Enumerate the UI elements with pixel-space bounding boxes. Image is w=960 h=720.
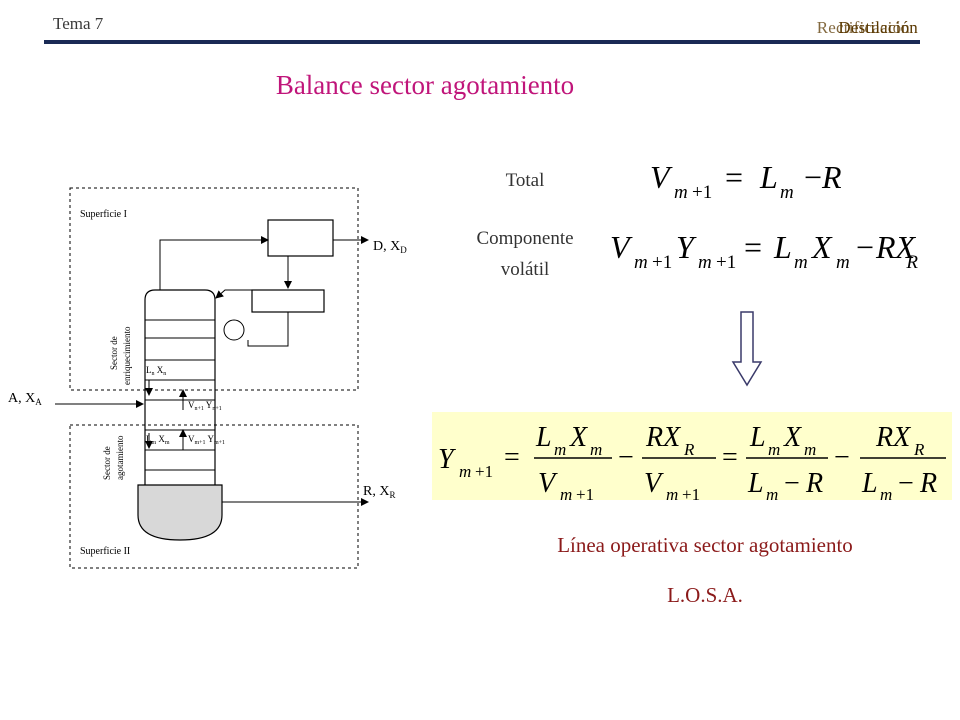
svg-text:Y: Y (676, 229, 697, 265)
svg-text:m: m (880, 485, 892, 500)
svg-text:m: m (634, 252, 648, 273)
svg-text:−: − (804, 159, 822, 195)
svg-text:R: R (821, 159, 842, 195)
svg-text:V: V (538, 468, 558, 499)
svg-text:m: m (804, 440, 816, 459)
svg-text:m: m (459, 462, 471, 481)
svg-text:Ln Xn: Ln Xn (146, 365, 166, 377)
section-label-rect: Rectificación (816, 18, 910, 37)
sector-stripping-label: Sector de (102, 446, 112, 480)
component-balance-equation: V m +1 Y m +1 = L m X m − RX R (610, 229, 918, 273)
svg-text:L: L (861, 468, 878, 499)
svg-text:−: − (856, 229, 874, 265)
distillate-label: D, XD (373, 239, 407, 255)
svg-text:−: − (898, 468, 914, 499)
residue-label: R, XR (363, 484, 395, 500)
total-balance-equation: V m +1 = L m − R (650, 159, 842, 203)
svg-text:m: m (674, 182, 688, 203)
surface-2-boundary (69, 424, 359, 569)
sector-enriching-label: Sector de (109, 336, 119, 370)
accumulator (251, 289, 325, 313)
svg-text:m: m (780, 182, 794, 203)
svg-text:Vm+1 Ym+1: Vm+1 Ym+1 (188, 434, 225, 446)
svg-text:R: R (913, 440, 925, 459)
pump-icon (223, 319, 245, 341)
svg-text:m: m (698, 252, 712, 273)
svg-text:R: R (919, 468, 937, 499)
svg-text:m: m (768, 440, 780, 459)
svg-text:agotamiento: agotamiento (115, 435, 125, 480)
operating-line-abbrev: L.O.S.A. (667, 583, 743, 607)
svg-text:m: m (836, 252, 850, 273)
total-label: Total (505, 170, 545, 191)
svg-text:L: L (759, 159, 778, 195)
svg-text:R: R (905, 252, 918, 273)
svg-text:Vn+1 Yn+1: Vn+1 Yn+1 (188, 400, 222, 412)
reboiler (137, 484, 223, 541)
svg-text:L: L (773, 229, 792, 265)
svg-text:m: m (666, 485, 678, 500)
svg-text:m: m (554, 440, 566, 459)
svg-text:m: m (560, 485, 572, 500)
svg-text:+1: +1 (475, 462, 493, 481)
slide-title: Balance sector agotamiento (275, 70, 575, 100)
surface-1-boundary (69, 187, 359, 391)
svg-text:−: − (784, 468, 800, 499)
svg-text:X: X (569, 422, 588, 453)
svg-text:+1: +1 (652, 252, 672, 273)
svg-text:RX: RX (875, 422, 911, 453)
svg-text:+1: +1 (682, 485, 700, 500)
operating-line-caption: Línea operativa sector agotamiento (557, 533, 853, 557)
svg-text:L: L (747, 468, 764, 499)
topic-label: Tema 7 (53, 14, 104, 33)
svg-text:enriquecimiento: enriquecimiento (122, 326, 132, 385)
down-arrow-icon (731, 311, 763, 387)
svg-text:=: = (725, 159, 743, 195)
svg-text:m: m (794, 252, 808, 273)
svg-text:Y: Y (438, 444, 457, 475)
feed-label: A, XA (8, 391, 42, 407)
svg-text:RX: RX (875, 229, 917, 265)
svg-text:V: V (610, 229, 633, 265)
svg-text:X: X (783, 422, 802, 453)
surface-1-label: Superficie I (80, 209, 127, 220)
column-diagram: Superficie I Superficie II D, XD Sector … (8, 187, 407, 569)
section-label: Rectificación Destilación (817, 18, 918, 38)
svg-text:=: = (744, 229, 762, 265)
component-label-1: Componente (476, 228, 574, 249)
svg-text:+1: +1 (576, 485, 594, 500)
svg-text:=: = (504, 442, 520, 473)
svg-text:R: R (805, 468, 823, 499)
svg-text:−: − (618, 442, 634, 473)
svg-text:−: − (834, 442, 850, 473)
svg-text:RX: RX (645, 422, 681, 453)
condenser (267, 219, 334, 257)
svg-text:R: R (683, 440, 695, 459)
svg-text:m: m (766, 485, 778, 500)
surface-2-label: Superficie II (80, 546, 130, 557)
svg-text:=: = (722, 442, 738, 473)
svg-text:+1: +1 (716, 252, 736, 273)
svg-text:V: V (650, 159, 673, 195)
svg-text:Lm Xm: Lm Xm (146, 434, 170, 446)
svg-text:L: L (749, 422, 766, 453)
svg-text:m: m (590, 440, 602, 459)
svg-text:X: X (810, 229, 833, 265)
svg-text:+1: +1 (692, 182, 712, 203)
section-label-dest: Destilación (838, 18, 918, 37)
svg-text:L: L (535, 422, 552, 453)
svg-text:V: V (644, 468, 664, 499)
component-label-2: volátil (500, 259, 550, 280)
header-rule (44, 40, 920, 44)
